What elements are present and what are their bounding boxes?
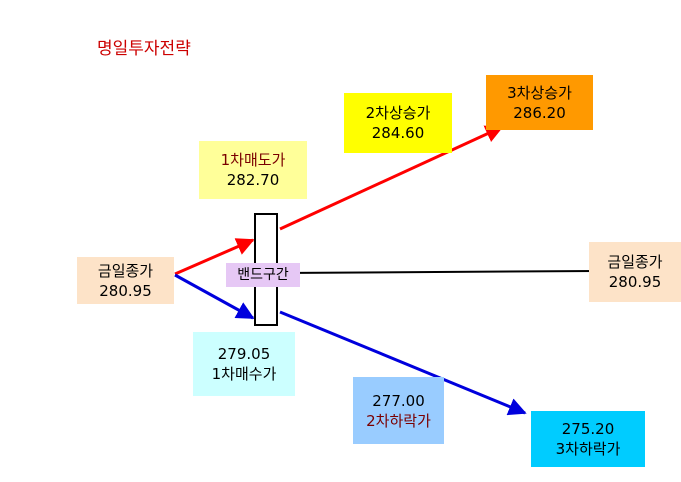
up-arrow-to-rise3 (279, 125, 504, 231)
rise2-box: 2차상승가 284.60 (344, 93, 452, 153)
rise3-box: 3차상승가 286.20 (486, 75, 593, 130)
today-close-left-box: 금일종가 280.95 (77, 257, 174, 304)
fall2-label: 2차하락가 (366, 411, 431, 430)
band-range-label: 밴드구간 (226, 263, 300, 287)
buy1-value: 279.05 (217, 345, 271, 363)
today-close-right-box: 금일종가 280.95 (589, 242, 681, 302)
sell1-value: 282.70 (226, 171, 280, 189)
fall3-label: 3차하락가 (555, 440, 621, 458)
fall3-box: 275.20 3차하락가 (531, 411, 645, 467)
today-close-right-value: 280.95 (608, 273, 662, 291)
today-close-left-value: 280.95 (99, 281, 152, 300)
sell1-label: 1차매도가 (220, 151, 286, 169)
fall3-value: 275.20 (561, 420, 615, 438)
fall2-value: 277.00 (372, 391, 425, 410)
page-title: 명일투자전략 (97, 39, 191, 59)
up-arrow-to-sell1 (174, 238, 255, 276)
down-arrow-to-fall3 (279, 310, 527, 416)
rise2-value: 284.60 (371, 124, 425, 142)
buy1-box: 279.05 1차매수가 (193, 332, 295, 396)
rise3-label: 3차상승가 (507, 83, 572, 102)
buy1-label: 1차매수가 (211, 365, 277, 383)
down-arrow-to-buy1 (174, 273, 255, 320)
sell1-box: 1차매도가 282.70 (199, 141, 307, 199)
rise3-value: 286.20 (513, 103, 566, 122)
rise2-label: 2차상승가 (365, 104, 431, 122)
today-close-right-label: 금일종가 (607, 253, 663, 271)
flat-close-line (279, 270, 597, 274)
fall2-box: 277.00 2차하락가 (353, 377, 444, 444)
today-close-left-label: 금일종가 (97, 261, 154, 280)
